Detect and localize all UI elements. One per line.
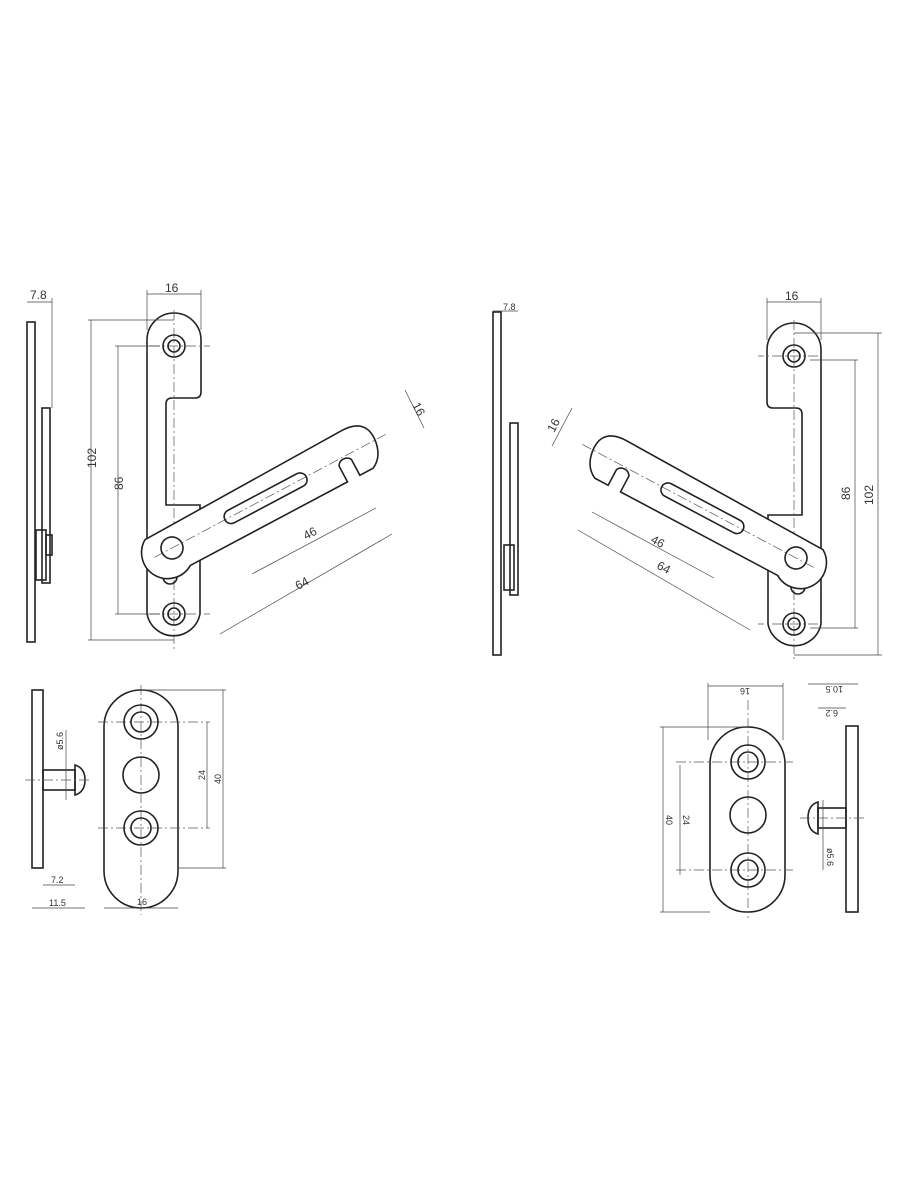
left-hinge-dimensions: 16 102 86 16 46 64 bbox=[85, 281, 428, 641]
left-plate-side-view: ø5.6 7.2 11.5 bbox=[25, 689, 92, 909]
overall-height-dimension: 102 bbox=[85, 448, 99, 468]
left-hinge-side-view: 7.8 bbox=[26, 288, 53, 643]
arm-width-dimension: 16 bbox=[785, 289, 799, 303]
width-dimension: 16 bbox=[137, 897, 147, 907]
right-plate-front-view: 16 24 40 bbox=[660, 683, 793, 918]
pin-length-dimension: 6.2 bbox=[825, 708, 838, 718]
slider-length-dimension: 64 bbox=[293, 574, 312, 593]
side-width-dimension: 7.8 bbox=[30, 288, 47, 302]
hole-spacing-dimension: 86 bbox=[839, 486, 853, 500]
pin-diameter-dimension: ø5.6 bbox=[825, 848, 835, 866]
right-plate-side-view: 10.5 6.2 ø5.6 bbox=[800, 683, 865, 913]
hole-spacing-dimension: 24 bbox=[197, 770, 207, 780]
hole-spacing-dimension: 24 bbox=[681, 815, 691, 825]
length-dimension: 40 bbox=[664, 815, 674, 825]
arm-width-dimension: 16 bbox=[165, 281, 179, 295]
length-dimension: 40 bbox=[213, 774, 223, 784]
left-plate-front-view: 24 40 16 bbox=[98, 685, 226, 915]
slider-width-dimension: 16 bbox=[409, 400, 428, 419]
slider-width-dimension: 16 bbox=[544, 416, 563, 435]
overall-height-dimension: 102 bbox=[862, 485, 876, 505]
side-width-dimension: 7.8 bbox=[503, 302, 516, 312]
slot-length-dimension: 46 bbox=[301, 524, 320, 543]
right-hinge-side-view: 7.8 bbox=[492, 302, 519, 656]
total-depth-dimension: 10.5 bbox=[825, 684, 843, 694]
slot-length-dimension: 46 bbox=[649, 532, 668, 551]
left-hinge-front-view bbox=[131, 309, 403, 651]
pin-diameter-dimension: ø5.6 bbox=[55, 732, 65, 750]
right-hinge-dimensions: 16 102 86 16 46 64 bbox=[544, 289, 882, 656]
width-dimension: 16 bbox=[740, 686, 750, 696]
right-hinge-front-view bbox=[565, 319, 837, 661]
total-depth-dimension: 11.5 bbox=[49, 898, 66, 908]
pin-length-dimension: 7.2 bbox=[51, 875, 64, 885]
slider-length-dimension: 64 bbox=[655, 558, 674, 577]
hole-spacing-dimension: 86 bbox=[112, 476, 126, 490]
